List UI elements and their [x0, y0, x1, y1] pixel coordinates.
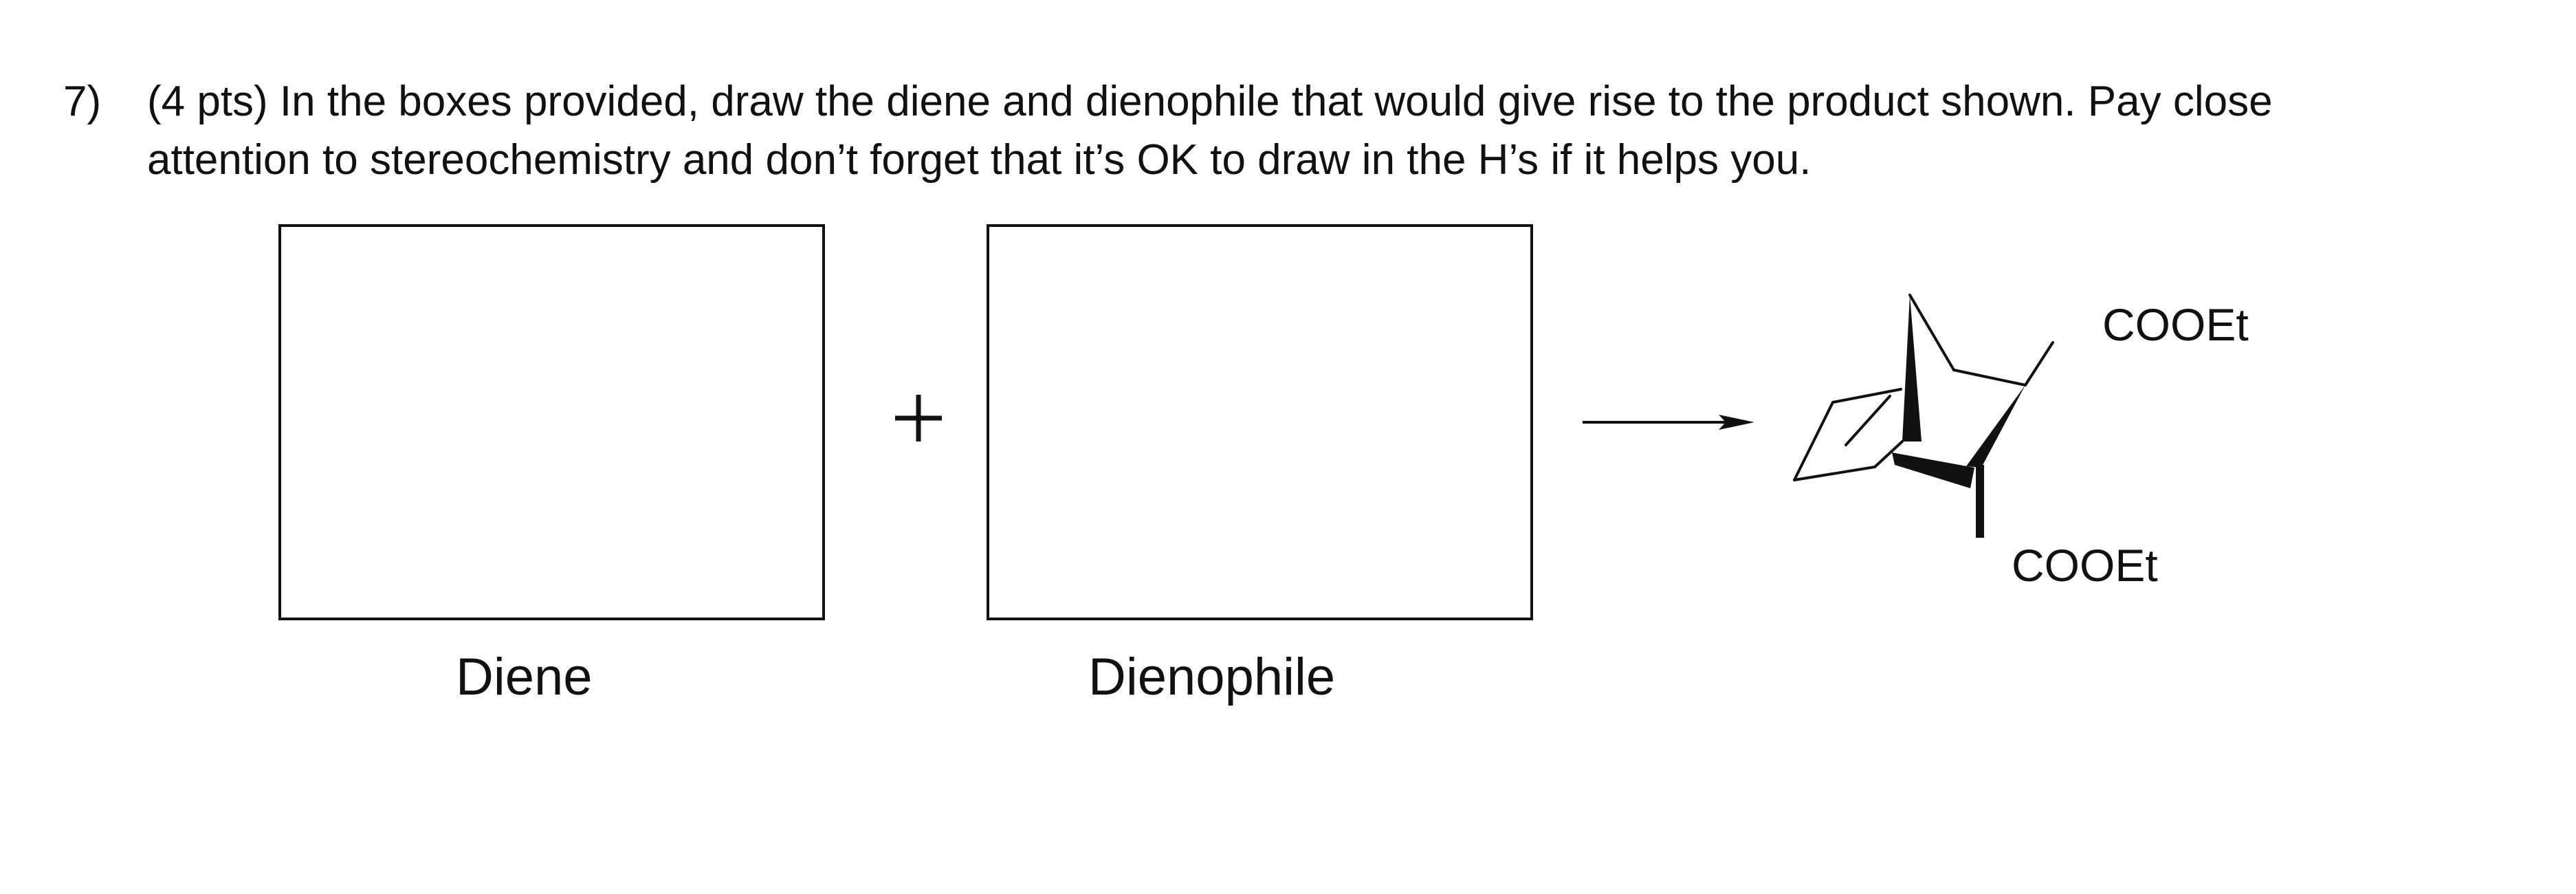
- bridge-wedge: [1902, 295, 1922, 441]
- dienophile-label: Dienophile: [1088, 648, 1336, 706]
- ring-wedge-right: [1966, 385, 2025, 468]
- question-text-line-2: attention to stereochemistry and don’t f…: [147, 136, 1812, 184]
- product-structure: [1793, 294, 2054, 538]
- diene-label: Diene: [456, 648, 593, 706]
- dienophile-answer-box[interactable]: [987, 224, 1533, 620]
- diene-answer-box[interactable]: [278, 224, 825, 620]
- plus-icon: [895, 395, 942, 441]
- substituent-label-bottom: COOEt: [2012, 540, 2158, 591]
- question-number: 7): [63, 78, 102, 125]
- reaction-arrow-icon: [1583, 415, 1754, 430]
- substituent-label-top: COOEt: [2102, 299, 2249, 350]
- ring-wedge-left: [1892, 453, 1974, 488]
- question-text-line-1: (4 pts) In the boxes provided, draw the …: [147, 78, 2273, 125]
